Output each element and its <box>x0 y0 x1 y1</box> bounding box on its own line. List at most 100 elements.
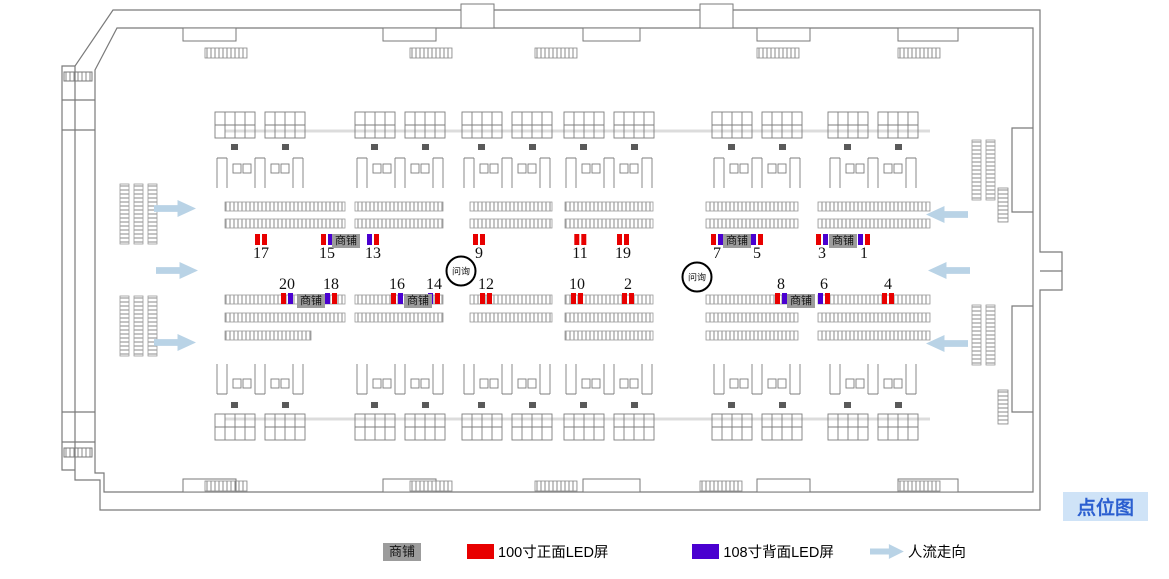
back-led-bar <box>398 293 403 304</box>
point-number: 20 <box>279 276 295 293</box>
point-number: 2 <box>624 276 632 293</box>
front-led-bar <box>480 234 485 245</box>
legend-back-led: 108寸背面LED屏 <box>692 541 834 562</box>
point-number: 7 <box>713 245 721 262</box>
led-point-5: 5 <box>751 234 763 262</box>
flow-arrow-icon <box>869 544 904 559</box>
point-number: 6 <box>820 276 828 293</box>
point-number: 18 <box>323 276 339 293</box>
legend-flow: 人流走向 <box>869 541 966 562</box>
title-badge: 点位图 <box>1063 492 1148 521</box>
point-number: 15 <box>319 245 335 262</box>
led-screen-bars <box>818 293 830 304</box>
front-led-bar <box>574 234 579 245</box>
led-screen-bars <box>391 293 403 304</box>
back-led-bar <box>367 234 372 245</box>
led-point-10: 10 <box>569 277 585 304</box>
led-screen-bars <box>325 293 337 304</box>
front-led-bar <box>480 293 485 304</box>
point-number: 12 <box>478 276 494 293</box>
back-led-bar <box>823 234 828 245</box>
led-point-19: 19 <box>615 234 631 262</box>
led-screen-bars <box>281 293 293 304</box>
front-led-bar <box>321 234 326 245</box>
led-point-18: 18 <box>323 277 339 304</box>
back-led-bar <box>858 234 863 245</box>
front-led-bar <box>435 293 440 304</box>
led-screen-bars <box>882 293 894 304</box>
front-led-bar <box>391 293 396 304</box>
inquiry-circle: 问询 <box>445 255 477 287</box>
front-led-bar <box>825 293 830 304</box>
front-led-bar <box>617 234 622 245</box>
front-led-bar <box>624 234 629 245</box>
legend-back-led-label: 108寸背面LED屏 <box>723 545 834 561</box>
led-screen-bars <box>367 234 379 245</box>
led-point-12: 12 <box>478 277 494 304</box>
point-number: 17 <box>253 245 269 262</box>
beam-lines <box>225 129 930 421</box>
point-number: 3 <box>818 245 826 262</box>
led-screen-bars <box>480 293 492 304</box>
led-point-20: 20 <box>279 277 295 304</box>
front-led-bar <box>581 234 586 245</box>
point-number: 5 <box>753 245 761 262</box>
shop-chip: 商铺 <box>332 234 360 248</box>
led-point-9: 9 <box>473 234 485 262</box>
led-point-11: 11 <box>572 234 588 262</box>
flow-arrow-right <box>154 200 196 217</box>
point-number: 9 <box>475 245 483 262</box>
front-led-bar <box>711 234 716 245</box>
shop-chip: 商铺 <box>829 234 857 248</box>
legend-front-led: 100寸正面LED屏 <box>467 541 608 562</box>
back-led-bar <box>818 293 823 304</box>
legend-shop-label: 商铺 <box>383 542 422 561</box>
walls <box>61 9 1063 511</box>
led-point-4: 4 <box>882 277 894 304</box>
back-led-bar <box>751 234 756 245</box>
led-screen-bars <box>574 234 586 245</box>
front-led-bar <box>571 293 576 304</box>
front-led-bar <box>816 234 821 245</box>
back-led-bar <box>288 293 293 304</box>
point-number: 4 <box>884 276 892 293</box>
led-point-16: 16 <box>389 277 405 304</box>
front-led-bar <box>487 293 492 304</box>
flow-arrow-right <box>156 262 198 279</box>
flow-arrow-left <box>926 335 968 352</box>
legend-front-led-label: 100寸正面LED屏 <box>498 545 609 561</box>
led-screen-bars <box>816 234 828 245</box>
flow-arrow-right <box>154 334 196 351</box>
front-led-bar <box>629 293 634 304</box>
front-led-bar <box>865 234 870 245</box>
led-screen-bars <box>571 293 583 304</box>
led-screen-bars <box>255 234 267 245</box>
led-screen-bars <box>775 293 787 304</box>
back-led-bar <box>325 293 330 304</box>
point-number: 8 <box>777 276 785 293</box>
shop-chip: 商铺 <box>404 294 432 308</box>
flow-arrow-left <box>928 262 970 279</box>
point-number: 14 <box>426 276 442 293</box>
point-number: 10 <box>569 276 585 293</box>
shop-chip: 商铺 <box>723 234 751 248</box>
led-point-13: 13 <box>365 234 381 262</box>
front-led-bar <box>332 293 337 304</box>
flow-arrow-left <box>926 206 968 223</box>
legend: 商铺 100寸正面LED屏 108寸背面LED屏 人流走向 <box>383 541 966 562</box>
led-screen-bars <box>473 234 485 245</box>
led-point-1: 1 <box>858 234 870 262</box>
led-point-15: 15 <box>319 234 335 262</box>
led-screen-bars <box>751 234 763 245</box>
led-point-7: 7 <box>711 234 723 262</box>
front-led-bar <box>262 234 267 245</box>
point-number: 11 <box>572 245 588 262</box>
led-point-2: 2 <box>622 277 634 304</box>
front-led-bar <box>578 293 583 304</box>
front-led-bar <box>889 293 894 304</box>
led-point-6: 6 <box>818 277 830 304</box>
back-led-swatch <box>692 544 720 559</box>
front-led-bar <box>622 293 627 304</box>
